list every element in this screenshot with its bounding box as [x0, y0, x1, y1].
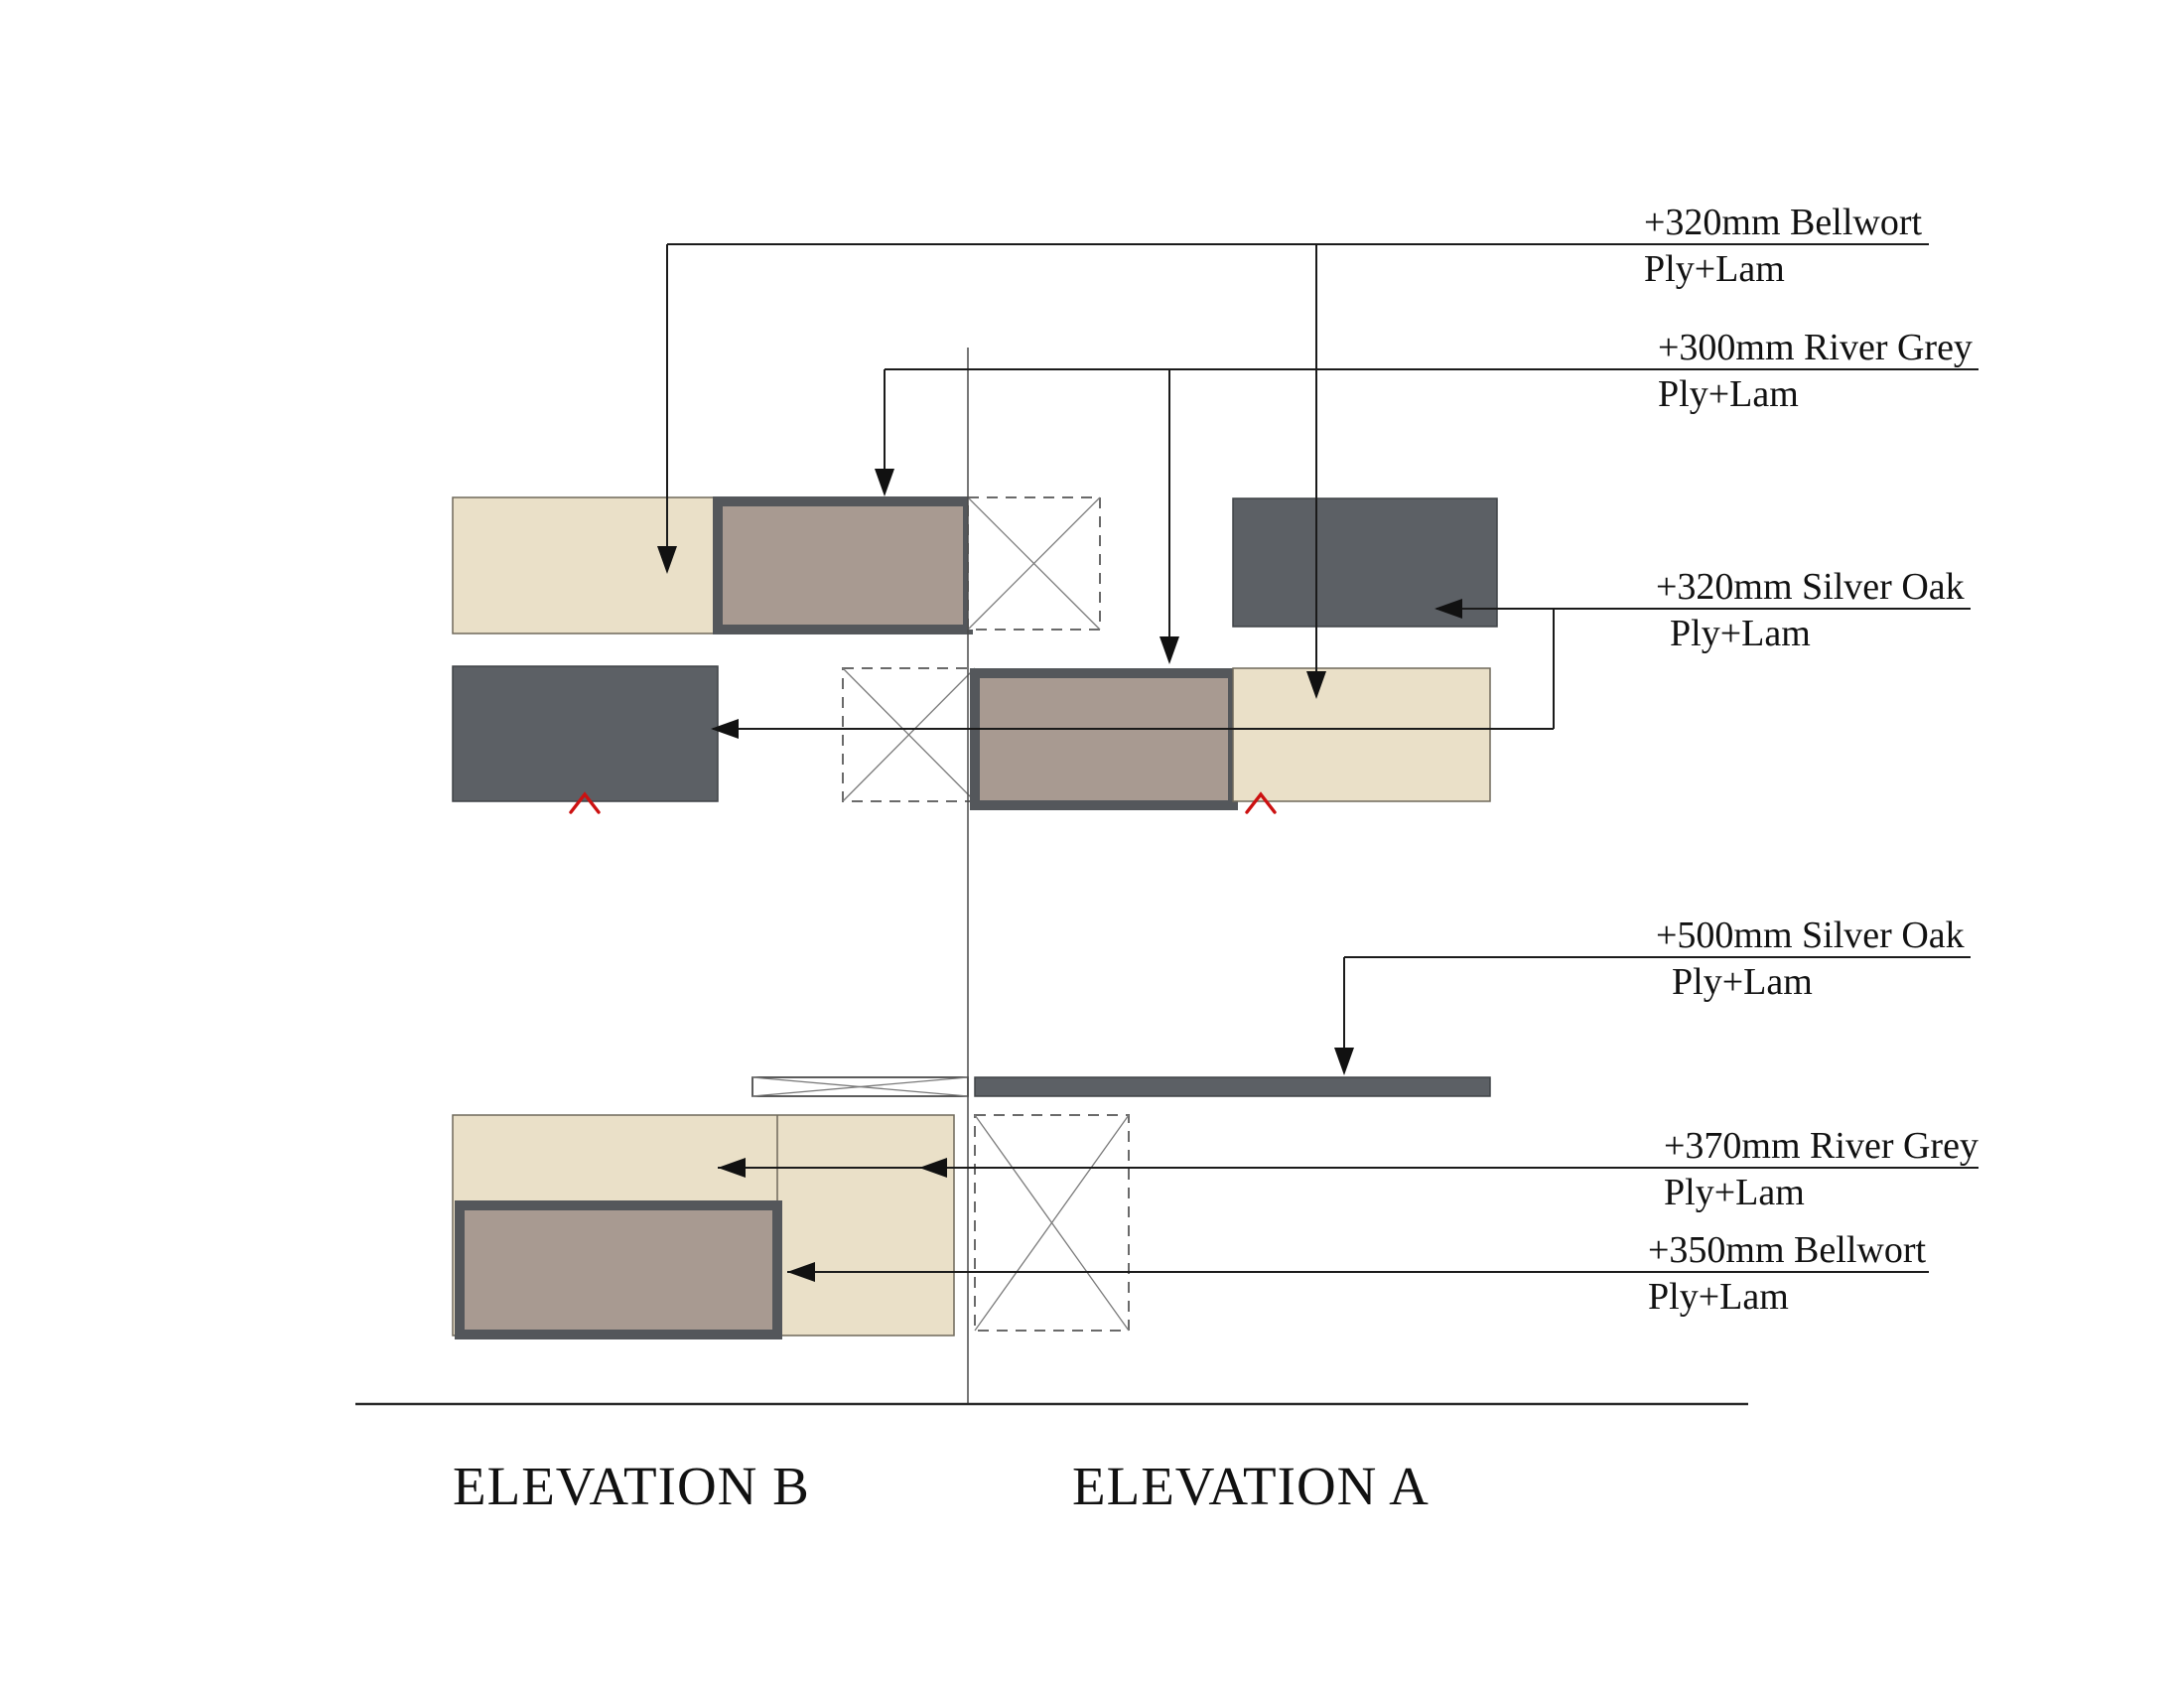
panel-river-grey-top: [713, 496, 973, 634]
elevation-b-top-row: [452, 496, 1498, 634]
label-river-grey-370-line1: +370mm River Grey: [1664, 1125, 1979, 1167]
shelf-silver-oak-500: [974, 1076, 1491, 1097]
dashed-void-bottom: [974, 1114, 1130, 1332]
label-bellwort-320-line2: Ply+Lam: [1644, 248, 1785, 290]
dashed-box-diagonal: [967, 496, 1101, 631]
arrow-down-icon: [1160, 636, 1179, 664]
panel-bellwort-row2: [1232, 667, 1491, 802]
panel-river-grey-bottom: [455, 1200, 782, 1339]
label-river-grey-370-line2: Ply+Lam: [1664, 1172, 1805, 1213]
shelf-bars: [751, 1076, 1491, 1097]
arrow-left-icon: [787, 1262, 815, 1282]
panel-river-grey-row2: [970, 668, 1238, 810]
label-silver-oak-320-line2: Ply+Lam: [1670, 613, 1811, 654]
arrow-left-icon: [718, 1158, 746, 1178]
dashed-box-diagonal: [842, 667, 976, 802]
arrow-left-icon: [711, 719, 739, 739]
dashed-void-row2: [842, 667, 976, 802]
elevation-b-title: ELEVATION B: [453, 1456, 810, 1516]
arrow-down-icon: [1334, 1048, 1354, 1075]
label-silver-oak-500-line1: +500mm Silver Oak: [1656, 914, 1965, 956]
arrow-down-icon: [875, 469, 894, 496]
label-river-grey-300-line1: +300mm River Grey: [1658, 327, 1973, 368]
panel-bellwort-top: [452, 496, 719, 634]
crossed-shelf-diagonal: [751, 1076, 969, 1097]
panel-silver-oak-row2: [452, 665, 719, 802]
label-bellwort-350-line2: Ply+Lam: [1648, 1276, 1789, 1318]
arrow-left-icon: [919, 1158, 947, 1178]
annotation-labels: +320mm Bellwort Ply+Lam +300mm River Gre…: [1644, 202, 1979, 1318]
arrow-down-icon: [1306, 671, 1326, 699]
arrow-left-icon: [1434, 599, 1462, 619]
second-row: [452, 665, 1491, 810]
crossed-shelf-section: [751, 1076, 969, 1097]
label-silver-oak-500-line2: Ply+Lam: [1672, 961, 1813, 1003]
bottom-cabinet: [452, 1114, 1130, 1339]
label-bellwort-320-line1: +320mm Bellwort: [1644, 202, 1922, 243]
label-bellwort-350-line1: +350mm Bellwort: [1648, 1229, 1926, 1271]
elevation-a-title: ELEVATION A: [1072, 1456, 1430, 1516]
leader-lines: [657, 243, 1979, 1282]
red-caret-marker-right: [1245, 791, 1277, 814]
label-river-grey-300-line2: Ply+Lam: [1658, 373, 1799, 415]
red-caret-marker-left: [569, 791, 601, 814]
dashed-void-top: [967, 496, 1101, 631]
arrow-down-icon: [657, 546, 677, 574]
dashed-box-diagonal: [974, 1114, 1130, 1332]
label-silver-oak-320-line1: +320mm Silver Oak: [1656, 566, 1965, 608]
